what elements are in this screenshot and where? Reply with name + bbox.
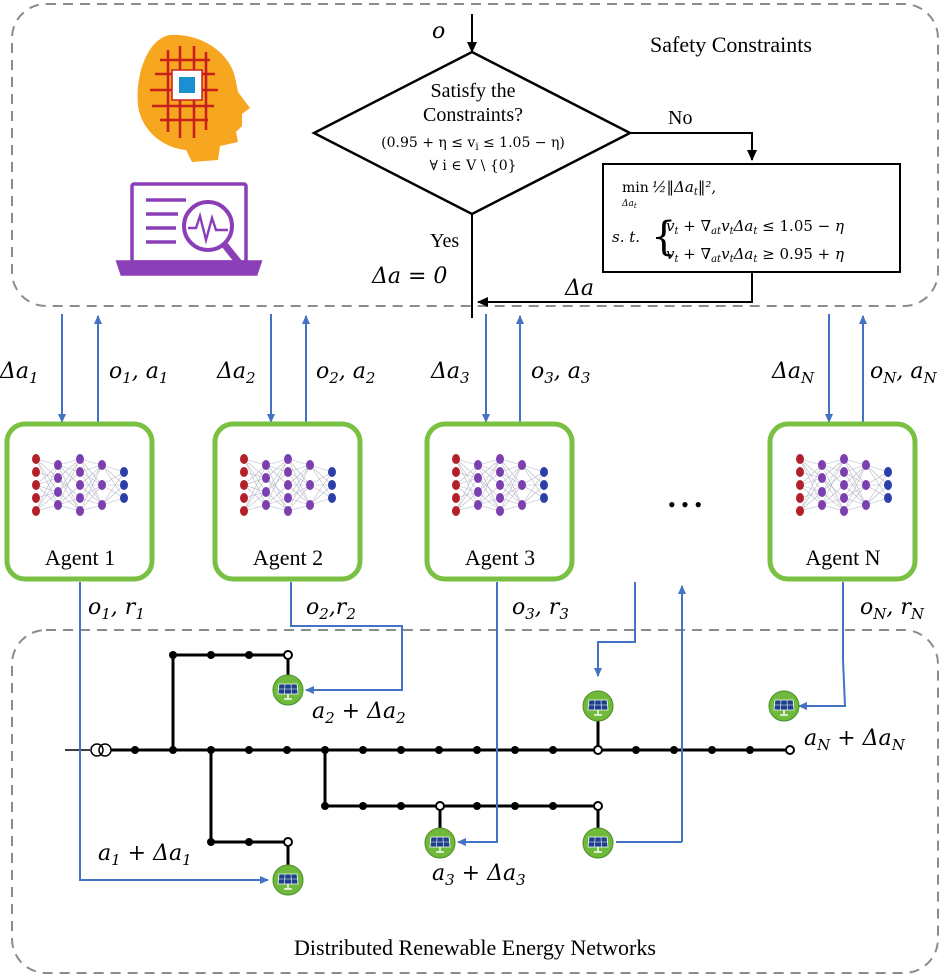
action-label-3: a3 + Δa3	[432, 861, 526, 889]
solar-panel-3	[424, 827, 456, 859]
optimization-objective: min Δat ½‖Δat‖²,	[621, 178, 716, 210]
action-label-2: a2 + Δa2	[312, 699, 406, 727]
decision-line2: Constraints?	[423, 104, 523, 126]
network-title: Distributed Renewable Energy Networks	[294, 935, 656, 960]
ai-head-icon	[137, 34, 250, 162]
agent3-delta-label: Δa3	[430, 359, 470, 387]
agent-2-label: Agent 2	[253, 545, 323, 570]
decision-line1: Satisfy the	[431, 80, 516, 102]
action-label-n: aN + ΔaN	[804, 726, 906, 754]
yes-result: Δa = 0	[371, 264, 447, 289]
energy-network-region	[11, 629, 939, 974]
agentN-obs-action-label: oN, aN	[870, 359, 938, 387]
solar-panel-5	[582, 690, 614, 722]
solar-panel-1	[272, 864, 304, 896]
network-control-arrows	[79, 582, 847, 884]
agent-io-arrows	[58, 314, 867, 423]
agent1-feedback-label: o1, r1	[88, 595, 145, 623]
laptop-analytics-icon	[115, 182, 263, 276]
delta-a-label: Δa	[564, 276, 594, 301]
optimization-constraint-1: vt + ∇atvtΔat ≤ 1.05 − η	[666, 217, 844, 237]
no-branch-arrow	[630, 132, 757, 161]
decision-diamond	[311, 50, 633, 216]
agent2-obs-action-label: o2, a2	[316, 359, 375, 387]
agent-n[interactable]: Agent N	[767, 421, 918, 582]
agent1-delta-label: Δa1	[0, 359, 39, 387]
network-nodes	[131, 651, 754, 846]
optimization-box	[602, 163, 901, 273]
safety-constraints-region	[11, 3, 939, 307]
agent3-obs-action-label: o3, a3	[531, 359, 590, 387]
yes-label: Yes	[430, 230, 459, 252]
safety-constraints-title: Safety Constraints	[650, 32, 812, 57]
decision-line4: ∀ i ∈ V \ {0}	[429, 158, 516, 174]
solar-panel-2	[272, 674, 304, 706]
svg-text:½‖Δat‖²,: ½‖Δat‖²,	[652, 178, 716, 198]
agent-3-label: Agent 3	[465, 545, 535, 570]
agents-ellipsis: • • •	[668, 492, 702, 517]
solar-panel-4	[582, 827, 614, 859]
agent-1-label: Agent 1	[45, 545, 115, 570]
delta-a-return-arrow	[477, 272, 753, 307]
svg-text:min: min	[622, 180, 649, 196]
optimization-constraint-2: vt + ∇atvtΔat ≥ 0.95 + η	[666, 245, 844, 265]
svg-text:Δat: Δat	[621, 199, 637, 210]
action-label-1: a1 + Δa1	[98, 841, 192, 869]
agent-1[interactable]: Agent 1	[4, 421, 155, 582]
agent-2[interactable]: Agent 2	[212, 421, 363, 582]
agent-3[interactable]: Agent 3	[424, 421, 575, 582]
agent2-delta-label: Δa2	[216, 359, 256, 387]
agent3-feedback-label: o3, r3	[512, 595, 569, 623]
agent-n-label: Agent N	[805, 545, 880, 570]
optimization-brace: {	[651, 214, 676, 260]
input-observation: o	[432, 19, 445, 44]
agent2-feedback-label: o2,r2	[306, 595, 356, 623]
decision-line3: (0.95 + η ≤ vi ≤ 1.05 − η)	[381, 135, 565, 153]
agentN-delta-label: ΔaN	[771, 359, 815, 387]
no-label: No	[668, 107, 692, 129]
solar-panel-n	[768, 690, 800, 722]
optimization-st: s. t.	[612, 228, 640, 246]
agentN-feedback-label: oN, rN	[860, 595, 925, 623]
network-open-nodes	[283, 650, 795, 847]
agent1-obs-action-label: o1, a1	[109, 359, 168, 387]
